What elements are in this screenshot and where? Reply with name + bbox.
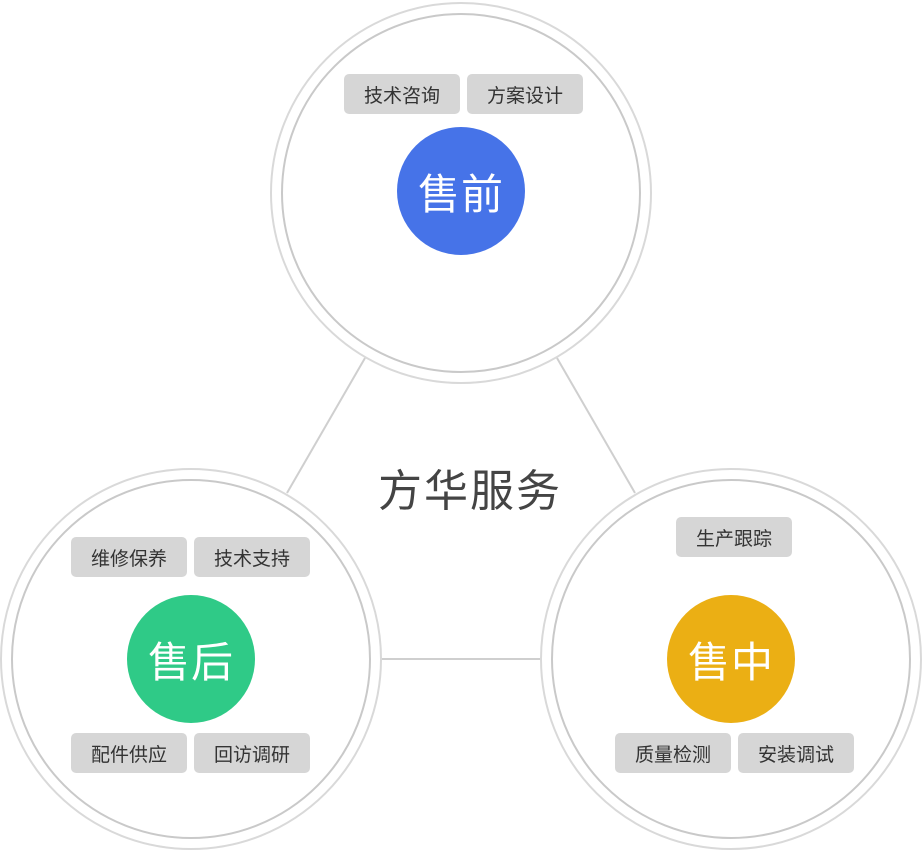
connector-presale-aftersale: [286, 357, 366, 494]
connector-presale-insale: [556, 357, 636, 494]
presale-hub: 售前: [397, 127, 525, 255]
insale-tag-quality-inspection: 质量检测: [615, 733, 731, 773]
aftersale-tag-parts-supply: 配件供应: [71, 733, 187, 773]
diagram-title: 方华服务: [378, 466, 562, 517]
insale-hub: 售中: [667, 595, 795, 723]
insale-tag-installation: 安装调试: [738, 733, 854, 773]
aftersale-label: 售后: [147, 637, 234, 687]
aftersale-hub: 售后: [127, 595, 255, 723]
presale-label: 售前: [417, 169, 504, 219]
aftersale-tag-follow-up: 回访调研: [194, 733, 310, 773]
aftersale-tag-maintenance: 维修保养: [71, 537, 187, 577]
insale-tag-production-tracking: 生产跟踪: [676, 517, 792, 557]
presale-tag-consulting: 技术咨询: [344, 74, 460, 114]
aftersale-tag-tech-support: 技术支持: [194, 537, 310, 577]
presale-tag-solution-design: 方案设计: [467, 74, 583, 114]
insale-label: 售中: [687, 637, 774, 687]
